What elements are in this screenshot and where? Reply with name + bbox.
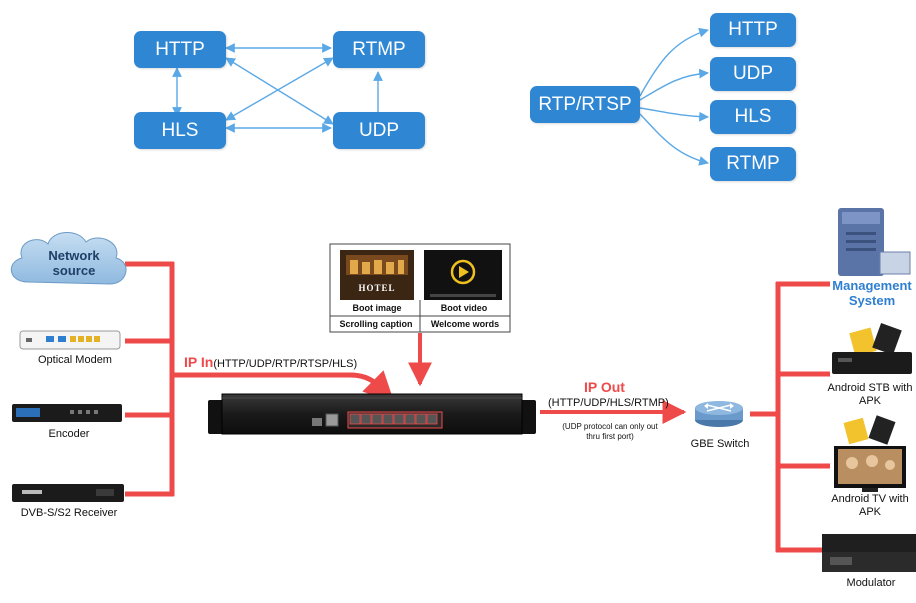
- receiver-label: DVB-S/S2 Receiver: [20, 507, 118, 519]
- arrow-rtsp-http: [639, 27, 709, 97]
- modulator-label: Modulator: [846, 577, 896, 589]
- stb-line2: APK: [858, 395, 881, 407]
- ip-in-label: IP In(HTTP/UDP/RTP/RTSP/HLS): [184, 354, 357, 372]
- optical-modem-label: Optical Modem: [38, 354, 112, 366]
- modulator-icon: [822, 534, 916, 572]
- android-tv-label: Android TV with APK: [820, 493, 916, 519]
- modem-icon: [19, 330, 121, 350]
- gbe-switch-label: GBE Switch: [690, 438, 750, 450]
- boot-panel: [329, 243, 511, 333]
- protocol-box-http: HTTP: [134, 31, 226, 68]
- protocol-arrows-right: [639, 27, 709, 166]
- ip-out-note-line2: thru first port): [586, 432, 634, 441]
- protocol-box-rtp-rtsp: RTP/RTSP: [530, 86, 640, 123]
- stb-icon: [832, 323, 912, 374]
- tv-line2: APK: [858, 506, 881, 518]
- ip-in-protocols: (HTTP/UDP/RTP/RTSP/HLS): [213, 358, 358, 370]
- management-line1: Management: [832, 278, 912, 293]
- ip-out-title: IP Out: [584, 379, 625, 395]
- switch-icon: [695, 401, 743, 427]
- protocol-box-rtmp: RTMP: [333, 31, 425, 68]
- arrow-hls-rtmp: [225, 57, 334, 121]
- output-bus: [750, 281, 830, 553]
- streaming-device: [208, 393, 536, 435]
- management-system-label: Management System: [822, 278, 916, 308]
- arrow-rtsp-udp: [639, 68, 709, 101]
- boot-image-label: Boot image: [352, 303, 402, 313]
- welcome-words-label: Welcome words: [430, 319, 500, 329]
- tv-icon: [834, 415, 906, 492]
- stb-line1: Android STB with: [827, 382, 913, 394]
- protocol-box-hls: HLS: [134, 112, 226, 149]
- android-stb-label: Android STB with APK: [820, 382, 916, 408]
- ip-out-note: (UDP protocol can only out thru first po…: [548, 422, 672, 442]
- cloud-icon: [11, 232, 127, 285]
- protocol-box-out-udp: UDP: [710, 57, 796, 91]
- ethernet-ports: [347, 411, 443, 429]
- arrow-rtsp-rtmp: [639, 113, 709, 166]
- management-line2: System: [848, 293, 896, 308]
- encoder-label: Encoder: [48, 428, 90, 440]
- ip-in-title: IP In: [184, 354, 214, 370]
- ip-out-protocols: (HTTP/UDP/HLS/RTMP): [548, 397, 669, 409]
- receiver-icon: [12, 484, 124, 502]
- arrow-rtsp-hls: [639, 107, 709, 122]
- server-icon: [838, 208, 911, 276]
- boot-video-label: Boot video: [440, 303, 488, 313]
- protocol-box-udp: UDP: [333, 112, 425, 149]
- hotel-sign: HOTEL: [358, 283, 396, 293]
- network-source-label: Network source: [48, 248, 100, 278]
- protocol-box-out-rtmp: RTMP: [710, 147, 796, 181]
- protocol-box-out-http: HTTP: [710, 13, 796, 47]
- protocol-arrows-left: [172, 43, 383, 133]
- encoder-icon: [12, 404, 122, 422]
- scrolling-caption-label: Scrolling caption: [339, 319, 413, 329]
- input-bus: [125, 261, 395, 497]
- protocol-box-out-hls: HLS: [710, 100, 796, 134]
- play-icon: [450, 259, 476, 285]
- tv-line1: Android TV with: [831, 493, 909, 505]
- ip-out-note-line1: (UDP protocol can only out: [562, 422, 658, 431]
